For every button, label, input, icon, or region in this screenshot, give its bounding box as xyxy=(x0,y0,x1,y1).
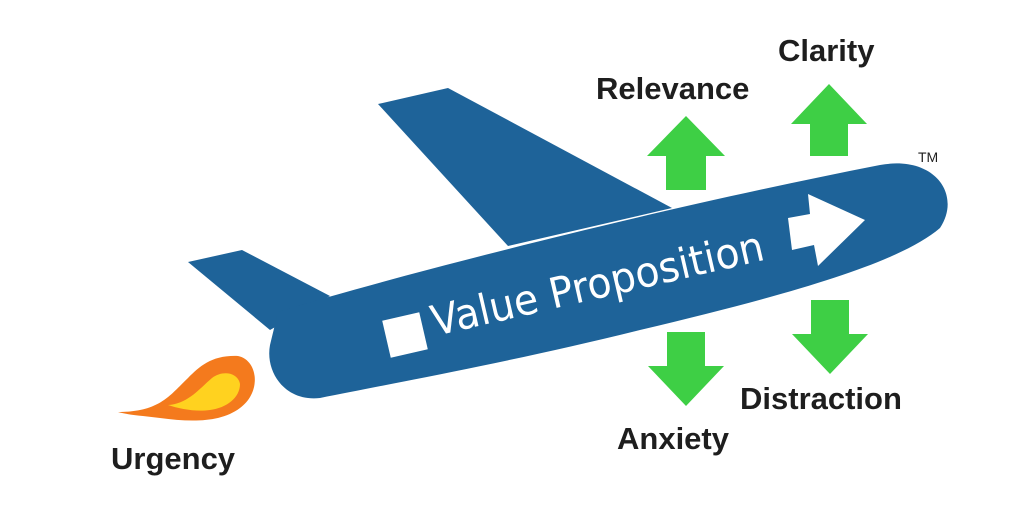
clarity-label: Clarity xyxy=(778,33,875,68)
flame-icon xyxy=(118,355,255,421)
distraction-down-arrow-icon xyxy=(792,300,868,374)
trademark-mark: TM xyxy=(918,149,938,165)
anxiety-down-arrow-icon xyxy=(648,332,724,406)
relevance-label: Relevance xyxy=(596,71,749,106)
clarity-up-arrow-icon xyxy=(791,84,867,156)
urgency-label: Urgency xyxy=(111,441,236,476)
relevance-up-arrow-icon xyxy=(647,116,725,190)
direction-arrow-icon xyxy=(788,194,865,266)
plane-upper-wing xyxy=(378,88,672,246)
anxiety-label: Anxiety xyxy=(617,421,730,456)
plane-fuselage xyxy=(269,163,948,399)
distraction-label: Distraction xyxy=(740,381,902,416)
plane-square-marker xyxy=(382,312,428,358)
